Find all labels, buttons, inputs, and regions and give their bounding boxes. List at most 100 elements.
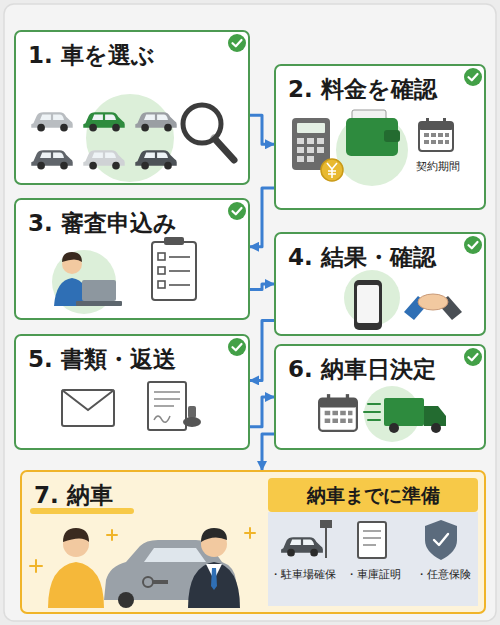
check-badge [464, 236, 482, 254]
envelope-flap [62, 390, 114, 410]
truck-cab [424, 406, 446, 426]
person-hair [63, 528, 89, 542]
check-badge [464, 68, 482, 86]
step-heading: 2. 料金を確認 [288, 74, 437, 104]
prep-panel: 納車までに準備・駐車場確保・車庫証明・任意保険 [268, 478, 478, 606]
checklist-line [169, 284, 190, 286]
calendar-icon [319, 394, 357, 431]
step-heading: 5. 書類・返送 [28, 344, 176, 374]
checklist-line [169, 270, 190, 272]
magnifier-lens [183, 105, 221, 143]
sparkles [30, 528, 255, 572]
handover-illustration [30, 508, 255, 608]
car-icon [31, 112, 72, 131]
check-badges [228, 34, 482, 366]
box-fill [14, 334, 250, 450]
checkbox [158, 267, 165, 274]
flow-connector [250, 284, 274, 290]
prep-panel-illustration [268, 478, 478, 606]
checklist-lines [158, 253, 190, 288]
yen-coin [321, 159, 343, 181]
delivery-date-icon [319, 386, 446, 442]
car-choice-icon [31, 94, 234, 182]
speed-line [368, 403, 380, 405]
step-heading: 4. 結果・確認 [288, 242, 436, 272]
doc-line [363, 544, 376, 546]
key [307, 147, 314, 153]
doc-line [154, 405, 174, 407]
clipboard [152, 242, 196, 300]
page-frame [4, 4, 496, 621]
truck-wheel [431, 423, 441, 433]
step-box: 5. 書類・返送 [14, 334, 250, 450]
prep-item: ・車庫証明 [338, 568, 408, 582]
step-box: 3. 審査申込み [14, 198, 250, 320]
box-fill [274, 232, 486, 336]
icon-caption: 契約期間 [410, 160, 466, 174]
car-icon [31, 150, 72, 169]
prep-ground [268, 512, 478, 606]
flow-connector [250, 397, 274, 427]
heading-highlight [30, 508, 134, 514]
truck-wheel [389, 423, 399, 433]
key [317, 147, 324, 153]
laptop-screen [82, 280, 116, 301]
handshake-hands [418, 294, 448, 310]
doc-line [154, 391, 180, 393]
result-icon [344, 270, 462, 330]
blob [336, 114, 408, 186]
box-fill [20, 470, 486, 614]
person-body [48, 562, 104, 608]
step-box: 4. 結果・確認 [274, 232, 486, 336]
certificate-lines [363, 531, 381, 545]
documents-icon [62, 382, 201, 430]
laptop-base [76, 301, 122, 306]
check-badge [228, 202, 246, 220]
calendar-icon [419, 118, 453, 151]
stamp-handle [188, 406, 196, 418]
check-badge [228, 34, 246, 52]
prep-item: ・任意保険 [408, 568, 478, 582]
car-icon [83, 112, 124, 131]
car-wheel [118, 592, 134, 608]
clipboard-clip [164, 237, 184, 245]
flow-connector [262, 434, 274, 470]
speed-line [364, 411, 380, 413]
sparkle [245, 528, 255, 538]
application-icon [52, 237, 196, 314]
check-badge [228, 338, 246, 356]
box-fill [274, 344, 486, 450]
person-hair [62, 252, 82, 262]
box-fills [14, 30, 486, 614]
car-icon [135, 150, 176, 169]
doc-line [154, 398, 180, 400]
signature [154, 416, 170, 422]
panel-header: 納車までに準備 [268, 478, 478, 512]
key [317, 138, 324, 144]
calculator-keys [297, 138, 324, 162]
phone-screen [357, 285, 379, 323]
yen-mark [327, 163, 337, 178]
car-icon [83, 150, 124, 169]
key [297, 147, 304, 153]
prep-item: ・駐車場確保 [268, 568, 338, 582]
box-fill [14, 198, 250, 320]
key [307, 138, 314, 144]
step-box: 1. 車を選ぶ [14, 30, 250, 185]
speed-line [368, 419, 380, 421]
checkbox [158, 281, 165, 288]
step-box: 2. 料金を確認契約期間 [274, 64, 486, 210]
parking-sign [320, 520, 332, 528]
price-icon [292, 110, 453, 186]
sparkle [107, 530, 117, 540]
item-row: ・駐車場確保・車庫証明・任意保険 [268, 568, 478, 582]
phone [354, 280, 382, 330]
flow-connector [250, 320, 274, 380]
doc-line [363, 530, 381, 532]
key [152, 580, 168, 584]
step-heading: 3. 審査申込み [28, 208, 177, 238]
step-box: 6. 納車日決定 [274, 344, 486, 450]
car-icon [281, 537, 323, 556]
stamp [183, 417, 201, 427]
